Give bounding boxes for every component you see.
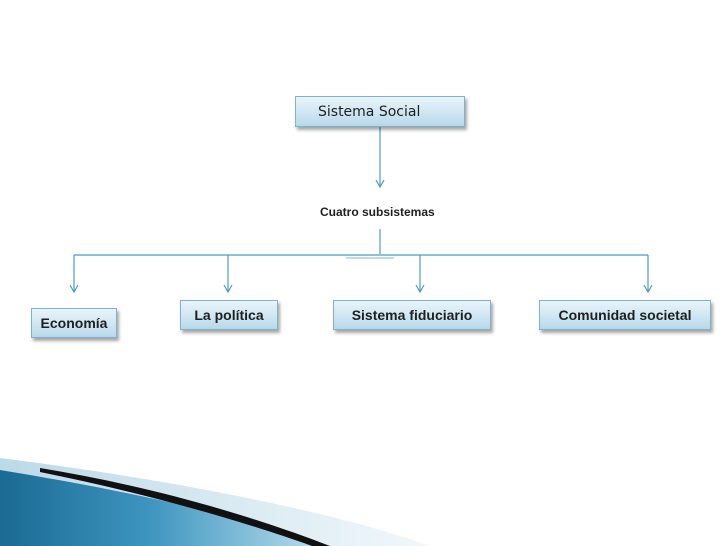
node-societal-label: Comunidad societal [558, 307, 692, 323]
decorative-band-blue [0, 470, 330, 546]
node-root: Sistema Social [295, 96, 465, 127]
arrowhead-politica [223, 284, 233, 294]
node-societal: Comunidad societal [539, 300, 711, 330]
node-economia-label: Economía [40, 315, 108, 331]
arrowhead-economia [69, 284, 79, 294]
node-fiduciario-label: Sistema fiduciario [351, 307, 473, 323]
subsystems-caption: Cuatro subsistemas [320, 205, 435, 219]
node-fiduciario: Sistema fiduciario [333, 300, 491, 330]
arrowhead-fiduciario [415, 284, 425, 294]
arrowhead-caption [375, 179, 385, 189]
node-politica: La política [180, 300, 278, 330]
decorative-band-dark [40, 468, 330, 546]
arrowhead-societal [643, 284, 653, 294]
node-root-label: Sistema Social [318, 103, 421, 120]
node-politica-label: La política [194, 307, 264, 323]
node-economia: Economía [31, 308, 117, 338]
